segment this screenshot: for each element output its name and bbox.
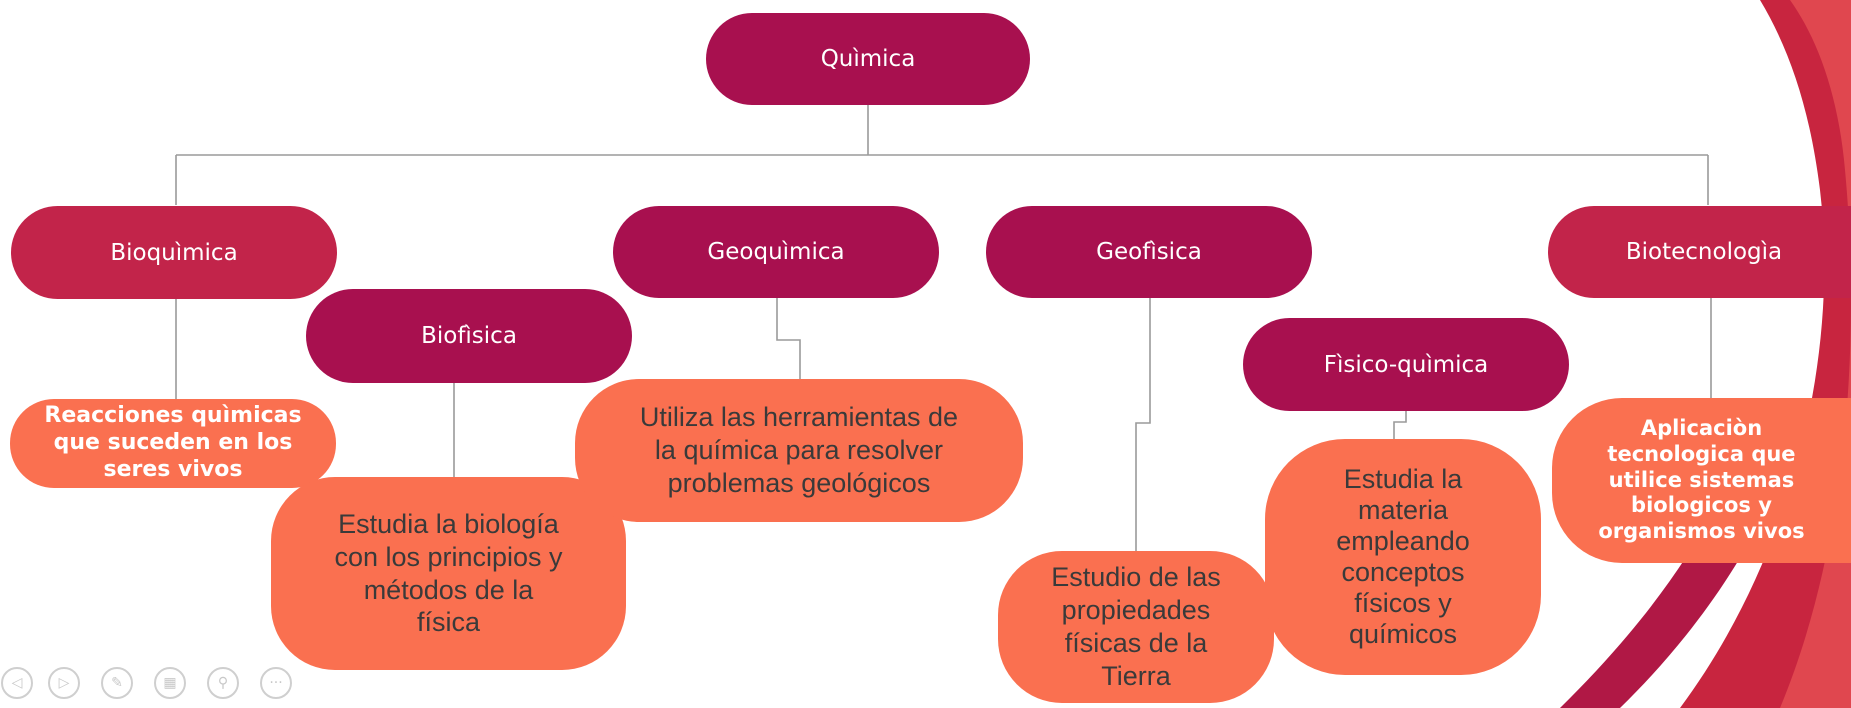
- node-biofisica: Biofìsica: [306, 289, 632, 383]
- root-node: Quìmica: [706, 13, 1030, 105]
- connector-geofisica-desc: [1135, 297, 1151, 552]
- pen-icon[interactable]: ✎: [101, 667, 133, 699]
- description-fisicoquimica: Estudia la materia empleando conceptos f…: [1265, 439, 1541, 675]
- connector-fisicoquimica-desc: [1393, 410, 1407, 440]
- description-geofisica: Estudio de las propiedades físicas de la…: [998, 551, 1274, 703]
- node-biotecnologia: Biotecnologìa: [1548, 206, 1851, 298]
- node-geoquimica: Geoquìmica: [613, 206, 939, 298]
- description-geoquimica: Utiliza las herramientas de la química p…: [575, 379, 1023, 522]
- node-geofisica: Geofìsica: [986, 206, 1312, 298]
- description-bioquimica: Reacciones quìmicas que suceden en los s…: [10, 399, 336, 488]
- zoom-icon[interactable]: ⚲: [207, 667, 239, 699]
- next-icon[interactable]: ▷: [48, 667, 80, 699]
- previous-icon[interactable]: ◁: [1, 667, 33, 699]
- more-icon[interactable]: ···: [260, 667, 292, 699]
- node-bioquimica: Bioquìmica: [11, 206, 337, 299]
- node-fisicoquimica-label: Fìsico-quìmica: [1323, 351, 1489, 378]
- node-biotecnologia-label: Biotecnologìa: [1625, 239, 1783, 265]
- node-geofisica-label: Geofìsica: [1096, 239, 1202, 265]
- node-geoquimica-label: Geoquìmica: [707, 239, 845, 265]
- slides-icon[interactable]: ▦: [154, 667, 186, 699]
- connector-geoquimica-desc: [776, 297, 801, 380]
- root-node-label: Quìmica: [820, 46, 916, 72]
- description-biofisica: Estudia la biología con los principios y…: [271, 477, 626, 670]
- description-biotecnologia: Aplicaciòn tecnologica que utilice siste…: [1552, 398, 1851, 563]
- node-fisicoquimica: Fìsico-quìmica: [1243, 318, 1569, 411]
- node-bioquimica-label: Bioquìmica: [110, 239, 238, 266]
- node-biofisica-label: Biofìsica: [421, 323, 517, 349]
